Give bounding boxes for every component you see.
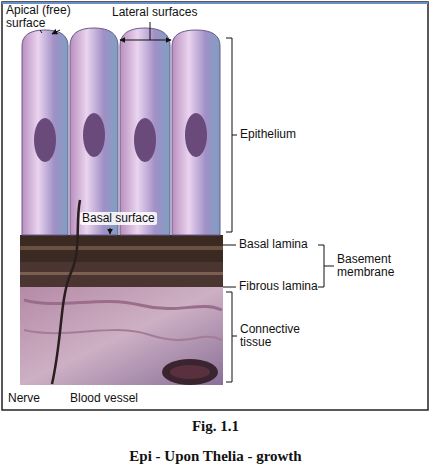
nucleus xyxy=(185,113,207,157)
leader-line xyxy=(110,228,111,234)
nucleus xyxy=(34,118,56,162)
blood-vessel-lumen xyxy=(170,365,210,379)
figure-caption: Fig. 1.1 xyxy=(0,418,431,435)
nucleus xyxy=(83,113,105,157)
bracket xyxy=(318,245,334,287)
part-label: Connective tissue xyxy=(240,323,312,349)
part-label: Blood vessel xyxy=(70,392,138,405)
leader-line xyxy=(223,287,236,288)
part-label: Basement membrane xyxy=(337,253,417,279)
leader-line xyxy=(40,30,42,33)
fiber xyxy=(24,300,222,310)
bracket xyxy=(226,292,237,382)
epithelial-cell xyxy=(22,30,68,235)
leader-line xyxy=(150,22,151,40)
part-label: Epithelium xyxy=(240,128,296,141)
fiber xyxy=(24,330,222,340)
nucleus xyxy=(134,118,156,162)
epithelial-cell xyxy=(70,28,118,235)
note-line: Epi - Upon Thelia - growth xyxy=(0,448,431,465)
part-label: Fibrous lamina xyxy=(239,280,318,293)
epithelial-cell xyxy=(120,28,170,235)
blood-vessel xyxy=(162,359,218,385)
lamina-stripe xyxy=(20,272,223,275)
part-label: Nerve xyxy=(8,392,40,405)
basal-lamina xyxy=(20,235,223,262)
leader-line xyxy=(150,40,171,41)
frame xyxy=(2,2,428,410)
nerve xyxy=(52,200,80,384)
fibrous-lamina xyxy=(20,262,223,287)
part-label: Lateral surfaces xyxy=(112,6,197,19)
leader-line xyxy=(120,40,150,41)
leader-line xyxy=(223,245,236,246)
epithelial-cell xyxy=(172,30,220,235)
part-label: Basal surface xyxy=(80,212,157,225)
part-label: Apical (free) surface xyxy=(6,4,98,30)
connective-tissue xyxy=(20,287,223,385)
lamina-stripe xyxy=(20,246,223,250)
leader-line xyxy=(52,30,60,34)
part-label: Basal lamina xyxy=(239,238,308,251)
bracket xyxy=(226,38,237,232)
